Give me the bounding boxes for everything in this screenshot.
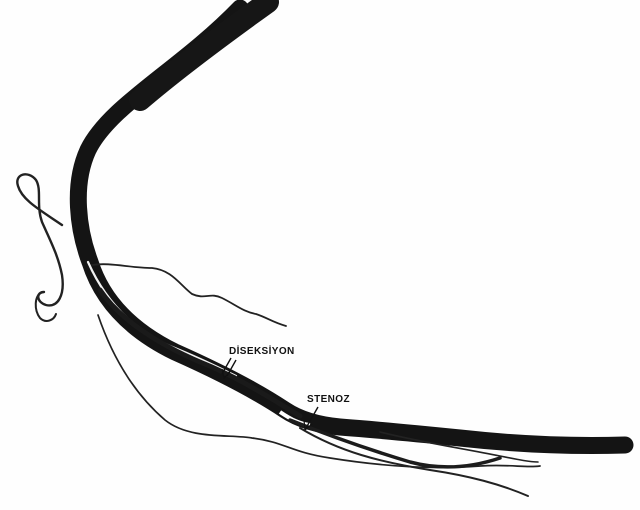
dissection-flap <box>88 262 236 376</box>
catheter-loop <box>17 174 62 305</box>
dissection-label: DİSEKSİYON <box>229 346 295 357</box>
stenosis-label: STENOZ <box>307 394 350 405</box>
proximal-segment <box>140 2 268 100</box>
